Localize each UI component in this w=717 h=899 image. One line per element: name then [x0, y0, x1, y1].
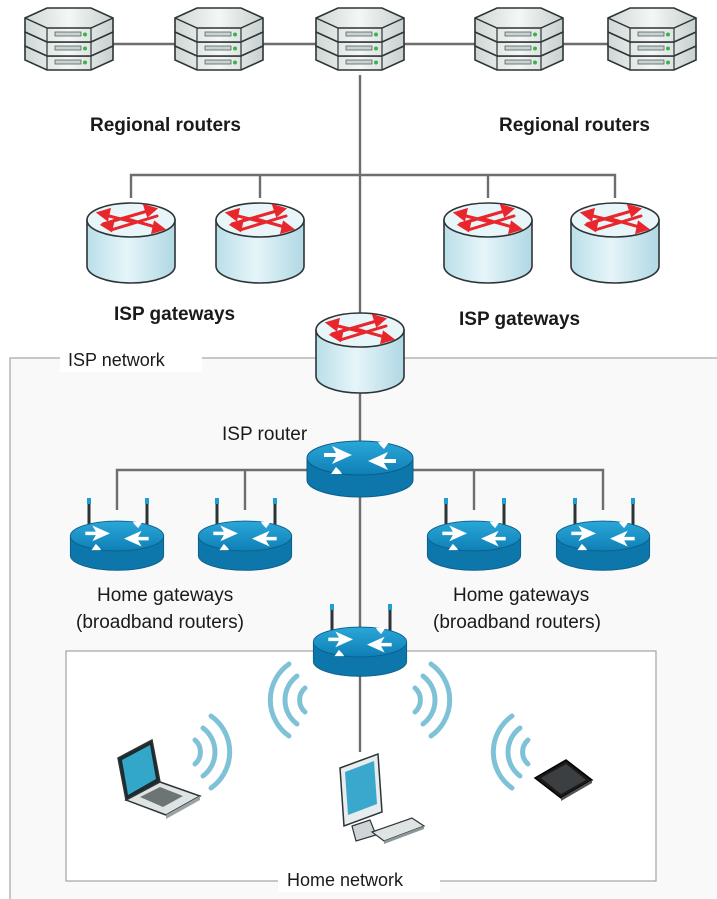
home-gateways-label-left-1: Home gateways: [97, 585, 233, 606]
isp-gateways-label-left: ISP gateways: [114, 304, 235, 325]
isp-router: [306, 440, 414, 498]
home-gateways-label-left-2: (broadband routers): [76, 612, 244, 633]
isp-edge-gateway: [314, 311, 406, 395]
isp-gateway-2: [214, 201, 306, 285]
isp-gateway-1: [85, 201, 177, 285]
regional-router-1: [25, 8, 113, 70]
regional-routers-label-right: Regional routers: [499, 115, 650, 136]
home-gateways-label-right-2: (broadband routers): [433, 612, 601, 633]
isp-gateway-4: [569, 201, 661, 285]
regional-router-4: [475, 8, 563, 70]
home-network-label: Home network: [287, 870, 404, 890]
isp-router-label: ISP router: [222, 424, 308, 445]
regional-router-3: [316, 8, 404, 70]
laptop-icon: [117, 738, 202, 819]
home-gateways-label-right-1: Home gateways: [453, 585, 589, 606]
regional-router-2: [175, 8, 263, 70]
isp-gateway-3: [442, 201, 534, 285]
desktop-icon: [339, 752, 426, 844]
isp-network-label: ISP network: [68, 350, 166, 370]
regional-router-5: [608, 8, 696, 70]
smartphone-icon: [533, 759, 594, 801]
regional-routers-label-left: Regional routers: [90, 115, 241, 136]
isp-gateways-label-right: ISP gateways: [459, 309, 580, 330]
